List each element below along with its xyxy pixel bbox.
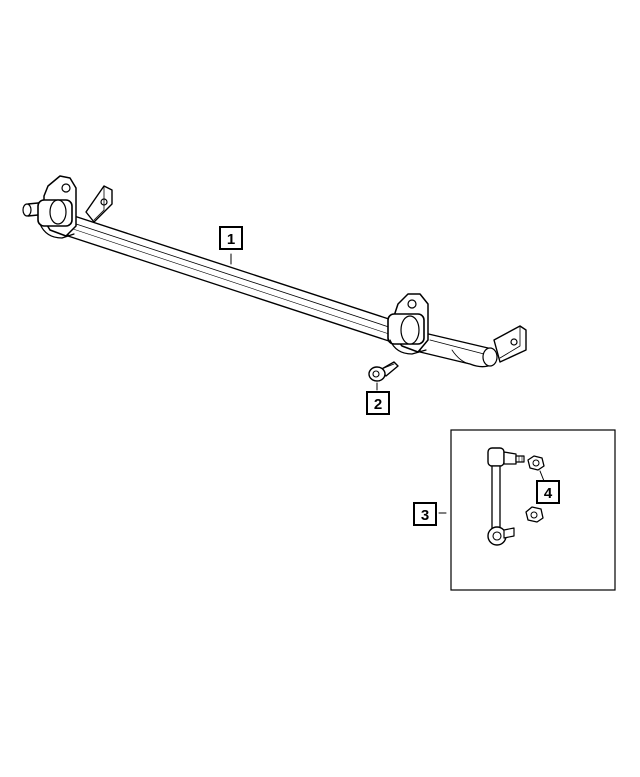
- link-nut-upper: [527, 455, 545, 471]
- right-bushing-clamp: [387, 293, 429, 355]
- callout-1-label: 1: [227, 231, 235, 248]
- link-kit-box: [450, 429, 616, 591]
- link-nut-lower: [525, 506, 544, 523]
- bolt-part: [368, 361, 399, 382]
- callout-3-label: 3: [421, 507, 429, 524]
- callout-1: 1: [219, 226, 243, 250]
- callout-3: 3: [413, 502, 437, 526]
- stabilizer-link: [487, 447, 525, 546]
- callout-4-label: 4: [544, 485, 553, 502]
- stabilizer-bar: [22, 175, 527, 368]
- callout-2: 2: [366, 391, 390, 415]
- callout-4: 4: [536, 480, 560, 504]
- left-bushing-clamp: [37, 175, 77, 239]
- callout-2-label: 2: [374, 396, 382, 413]
